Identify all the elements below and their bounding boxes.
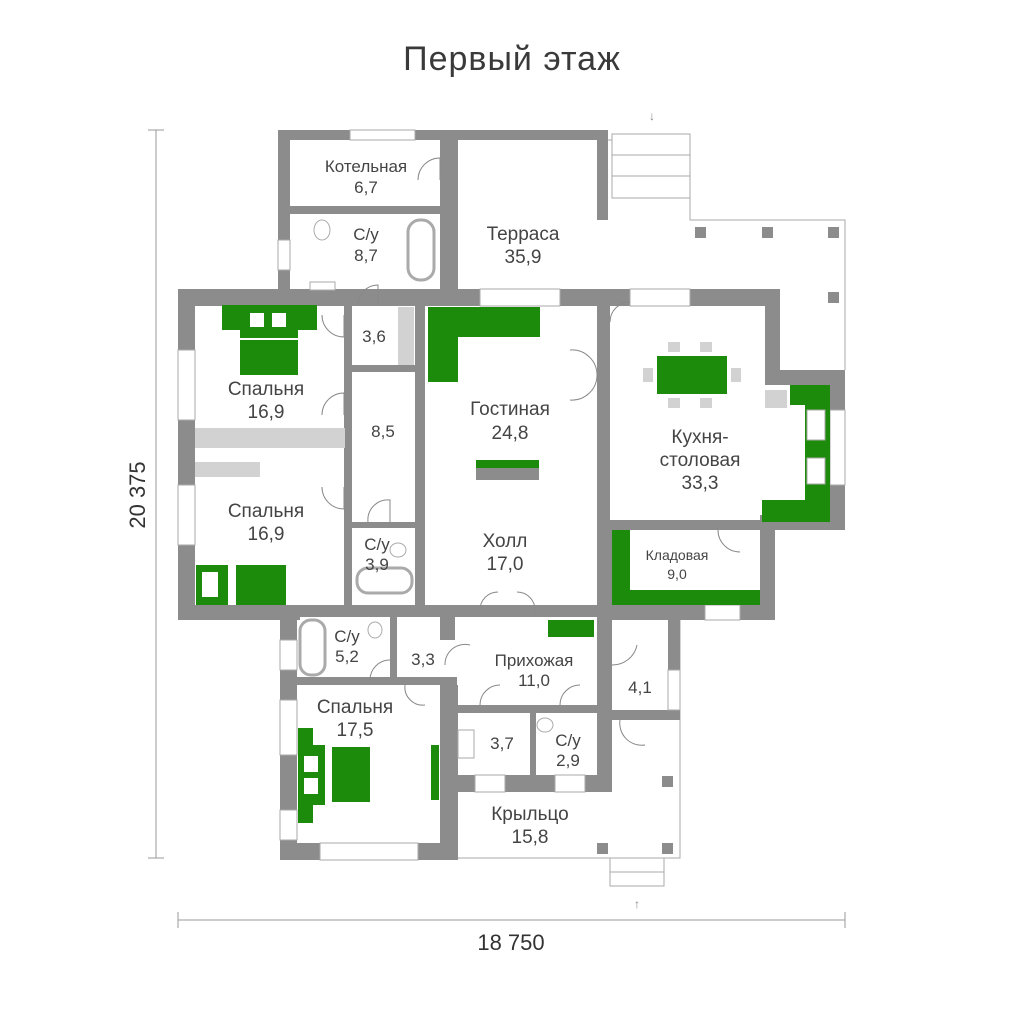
windows <box>177 129 846 861</box>
doors <box>321 157 741 746</box>
dimension-width: 18 750 <box>177 912 846 955</box>
porch-structure: ↑ <box>458 619 681 911</box>
width-label: 18 750 <box>477 930 544 955</box>
plan-title: Первый этаж <box>403 40 621 78</box>
room-closet-3: 4,1 <box>628 678 652 697</box>
dimension-height: 20 375 <box>125 129 164 859</box>
terrace-structure: ↓ <box>608 109 846 370</box>
svg-text:↓: ↓ <box>649 109 655 123</box>
furniture <box>195 218 830 823</box>
room-closet-4: 3,7 <box>490 734 514 753</box>
room-corridor: 8,5 <box>371 422 395 441</box>
height-label: 20 375 <box>125 461 150 528</box>
room-closet-1: 3,6 <box>362 327 386 346</box>
svg-text:↑: ↑ <box>634 897 640 911</box>
room-closet-2: 3,3 <box>411 650 435 669</box>
